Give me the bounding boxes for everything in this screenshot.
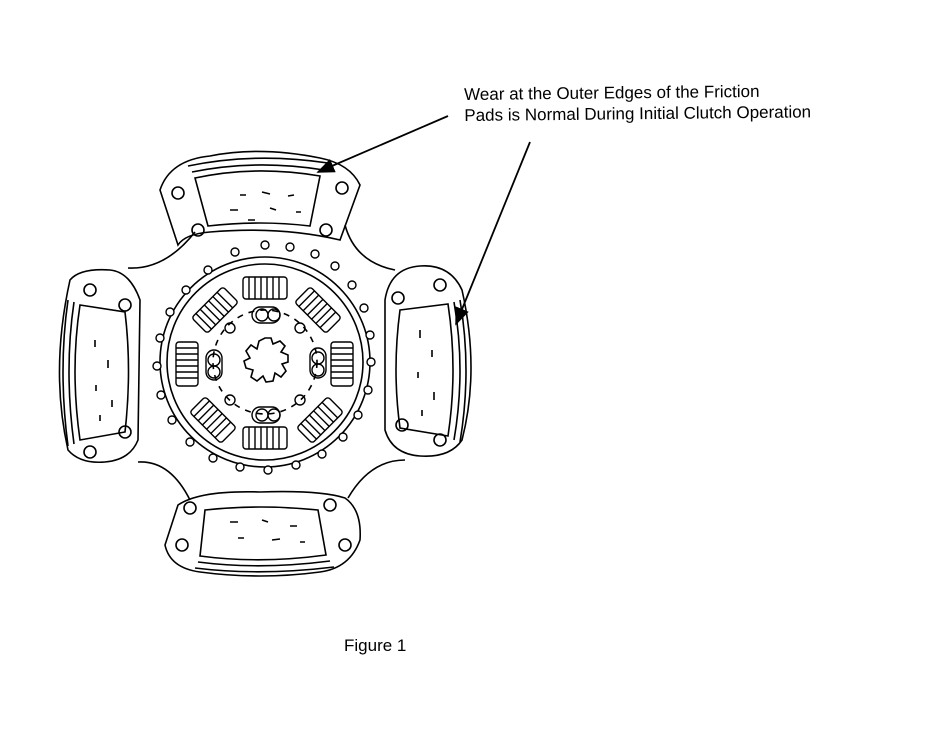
friction-pad-bottom [164,490,362,577]
arrow-to-right-pad [455,141,531,326]
disc-outline [127,224,406,501]
wear-annotation-line2: Pads is Normal During Initial Clutch Ope… [464,102,812,125]
rivet-ring [152,240,376,475]
arrow-to-top-pad [316,115,449,173]
stop-pin-slots [205,306,327,424]
wear-annotation: Wear at the Outer Edges of the Friction … [464,80,811,126]
damper-springs [175,276,354,450]
figure-caption: Figure 1 [344,636,407,655]
friction-pad-right [384,265,472,457]
friction-pad-left [58,268,141,464]
splined-hub [243,337,289,383]
friction-pad-top [159,150,361,247]
hub-plate [159,256,371,468]
